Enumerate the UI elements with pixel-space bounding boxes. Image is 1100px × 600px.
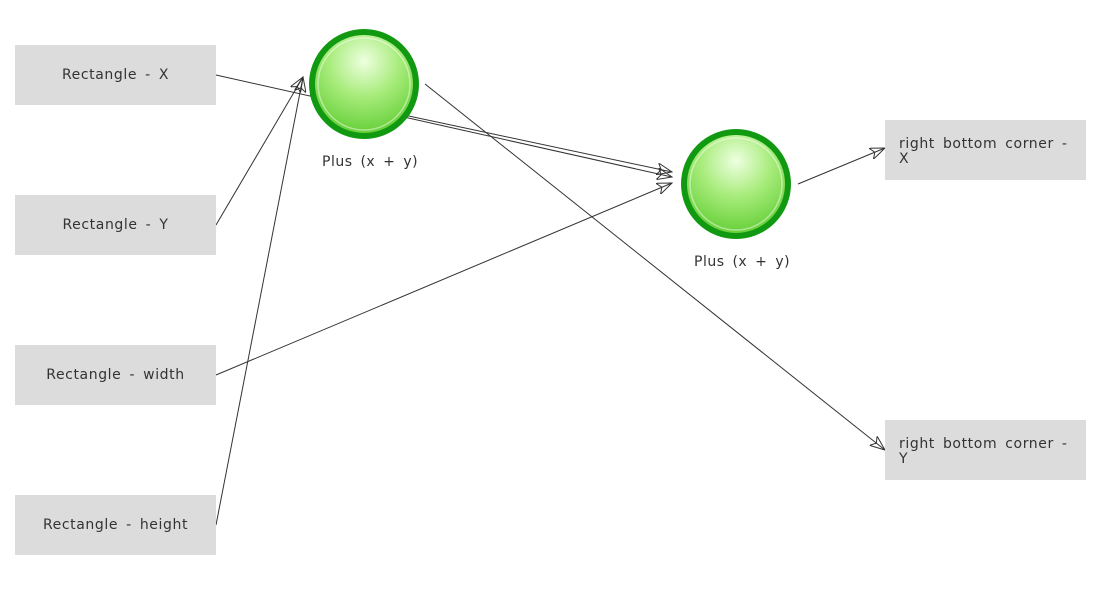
input-rect-height-label: Rectangle - height	[42, 517, 189, 533]
output-corner-x-label: right bottom corner - X	[899, 136, 1068, 167]
edge-plus2-to-corner-x	[797, 148, 885, 185]
input-rect-y-label: Rectangle - Y	[62, 217, 169, 233]
plus-node-1-inner-ring	[317, 37, 411, 131]
output-corner-y-label: right bottom corner - Y	[899, 436, 1068, 467]
edge-rect-y-to-plus1	[215, 77, 303, 226]
plus-node-1[interactable]	[309, 29, 419, 139]
input-rect-width-label: Rectangle - width	[46, 367, 185, 383]
input-rect-x-label: Rectangle - X	[61, 67, 170, 83]
input-rect-width[interactable]: Rectangle - width	[15, 345, 216, 405]
edge-plus1-to-corner-y	[424, 83, 885, 450]
output-corner-x[interactable]: right bottom corner - X	[885, 120, 1086, 180]
edge-rect-x-to-plus1	[215, 74, 672, 177]
plus-node-1-label: Plus (x + y)	[322, 154, 419, 170]
plus-node-2[interactable]	[681, 129, 791, 239]
input-rect-height[interactable]: Rectangle - height	[15, 495, 216, 555]
edge-rect-width-to-plus2	[215, 183, 672, 376]
input-rect-y[interactable]: Rectangle - Y	[15, 195, 216, 255]
input-rect-x[interactable]: Rectangle - X	[15, 45, 216, 105]
plus-node-2-inner-ring	[689, 137, 783, 231]
edge-rect-height-to-plus1	[215, 77, 303, 526]
plus-node-2-label: Plus (x + y)	[694, 254, 791, 270]
output-corner-y[interactable]: right bottom corner - Y	[885, 420, 1086, 480]
